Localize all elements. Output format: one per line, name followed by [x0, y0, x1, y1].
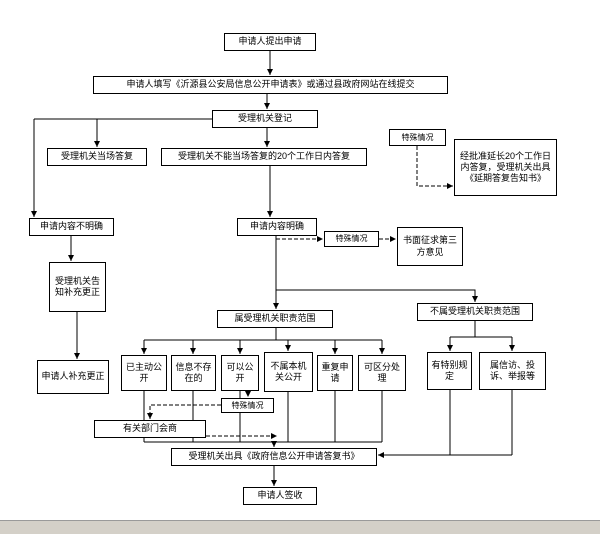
node-onspot-reply: 受理机关当场答复	[47, 148, 147, 166]
node-applicant-supplement: 申请人补充更正	[37, 360, 109, 394]
node-third-party-opinion: 书面征求第三方意见	[397, 227, 463, 266]
node-reply-20-days: 受理机关不能当场答复的20个工作日内答复	[161, 148, 367, 166]
node-info-not-exist: 信息不存在的	[171, 355, 216, 391]
window-bottom-bar	[0, 520, 600, 534]
node-outside-scope: 不属受理机关职责范围	[417, 303, 533, 321]
node-special-case-mid: 特殊情况	[324, 231, 379, 247]
node-fill-form: 申请人填写《沂源县公安局信息公开申请表》或通过县政府网站在线提交	[93, 76, 448, 94]
node-not-this-authority: 不属本机关公开	[264, 352, 313, 392]
node-special-case-top: 特殊情况	[389, 129, 446, 146]
node-content-unclear: 申请内容不明确	[29, 218, 114, 236]
node-department-consultation: 有关部门会商	[94, 420, 206, 438]
node-notify-supplement: 受理机关告知补充更正	[49, 262, 106, 312]
node-can-disclose: 可以公开	[221, 355, 259, 391]
node-extension-notice: 经批准延长20个工作日内答复，受理机关出具《延期答复告知书》	[454, 139, 557, 196]
node-separable-handling: 可区分处理	[358, 355, 406, 391]
node-special-case-bottom: 特殊情况	[221, 398, 274, 413]
node-content-clear: 申请内容明确	[237, 218, 317, 236]
node-register: 受理机关登记	[212, 110, 318, 128]
node-applicant-sign: 申请人签收	[243, 487, 317, 505]
node-within-scope: 属受理机关职责范围	[217, 310, 333, 328]
node-applicant-submit: 申请人提出申请	[224, 33, 316, 51]
node-reply-letter: 受理机关出具《政府信息公开申请答复书》	[171, 448, 377, 466]
node-petition-complaint: 属信访、投诉、举报等	[479, 352, 546, 390]
node-already-disclosed: 已主动公开	[121, 355, 167, 391]
node-special-provisions: 有特别规定	[427, 352, 472, 390]
node-repeat-application: 重复申请	[317, 355, 353, 391]
